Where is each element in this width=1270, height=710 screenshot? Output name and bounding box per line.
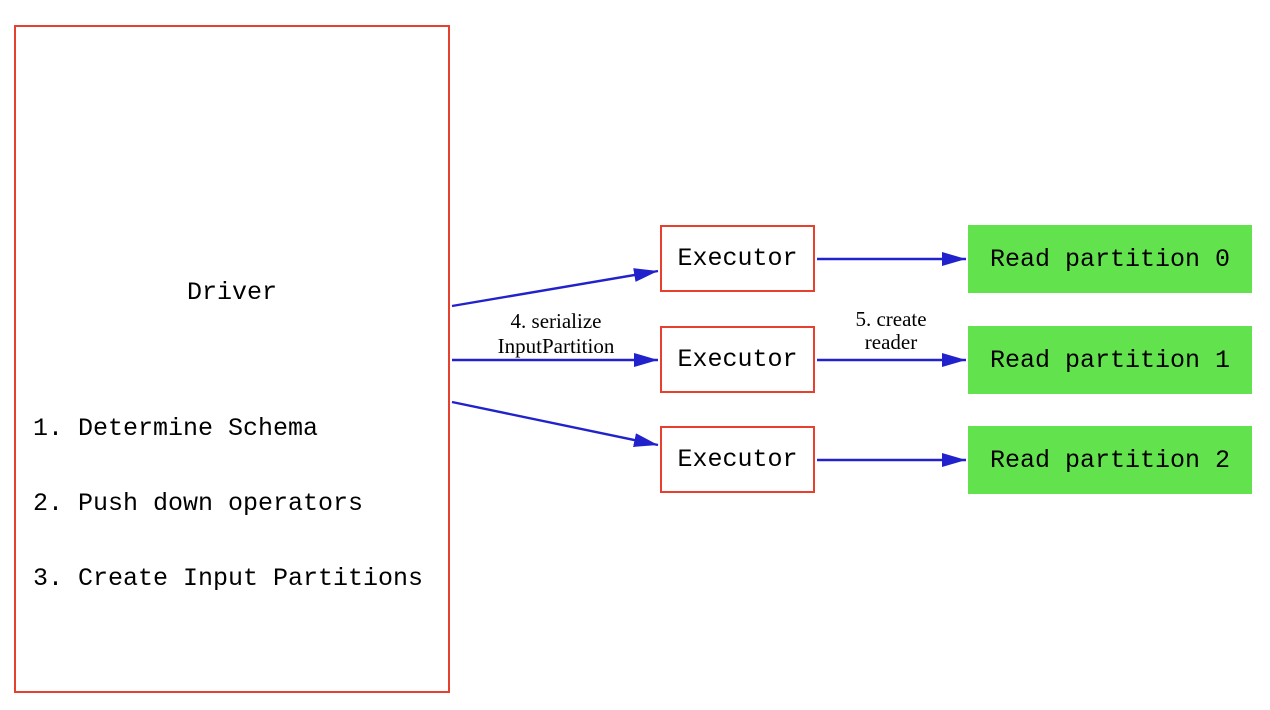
partition-label: Read partition 2 (989, 445, 1231, 475)
executor-label: Executor (677, 445, 798, 474)
executor-box-2: Executor (660, 426, 815, 493)
executor-box-1: Executor (660, 326, 815, 393)
arrow-driver-to-executor-2 (451, 400, 659, 447)
partition-box-0: Read partition 0 (968, 225, 1252, 293)
edge-label-serialize: 4. serialize InputPartition (431, 309, 681, 359)
driver-title: Driver (186, 278, 277, 307)
partition-label: Read partition 1 (989, 345, 1231, 375)
partition-label: Read partition 0 (989, 244, 1231, 274)
driver-box: Driver 1. Determine Schema 2. Push down … (14, 25, 450, 693)
edge-label-create-reader-line2: reader (864, 330, 918, 354)
driver-step-2: 2. Push down operators (33, 489, 364, 518)
edge-label-serialize-line1: 4. serialize (510, 309, 602, 333)
executor-box-0: Executor (660, 225, 815, 292)
driver-step-3: 3. Create Input Partitions (33, 564, 424, 593)
partition-box-1: Read partition 1 (968, 326, 1252, 394)
driver-steps: 1. Determine Schema 2. Push down operato… (33, 366, 423, 641)
edge-label-create-reader-line1: 5. create (855, 307, 927, 331)
edge-label-serialize-line2: InputPartition (497, 334, 615, 358)
executor-label: Executor (677, 244, 798, 273)
edge-label-create-reader: 5. create reader (791, 308, 991, 354)
executor-label: Executor (677, 345, 798, 374)
driver-step-1: 1. Determine Schema (33, 414, 319, 443)
partition-box-2: Read partition 2 (968, 426, 1252, 494)
arrow-driver-to-executor-0 (451, 268, 659, 308)
